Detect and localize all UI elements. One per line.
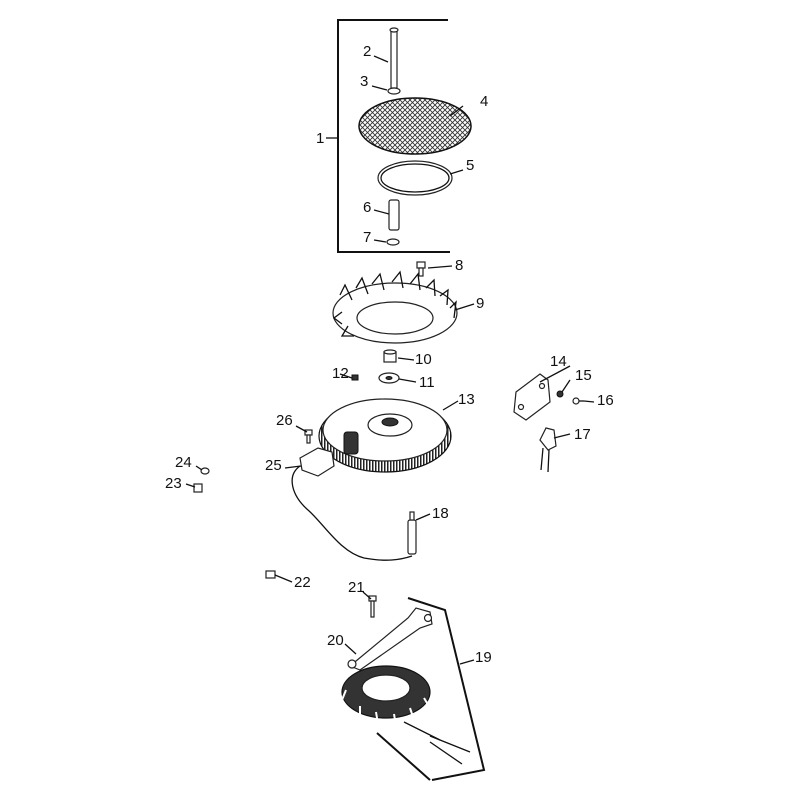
callout-14: 14	[550, 353, 567, 370]
part-ignition-module	[291, 447, 413, 561]
callout-12: 12	[332, 365, 349, 382]
part-flywheel	[318, 398, 452, 473]
part-bracket	[347, 607, 433, 671]
callout-9: 9	[476, 295, 484, 312]
callout-11: 11	[419, 374, 435, 391]
callout-7: 7	[363, 229, 371, 246]
part-key	[351, 374, 359, 381]
assembly-bracket	[326, 19, 450, 253]
part-nut-left	[200, 467, 210, 475]
callout-24: 24	[175, 454, 192, 471]
callout-10: 10	[415, 351, 432, 368]
callout-8: 8	[455, 257, 463, 274]
part-screw-top	[416, 261, 426, 277]
callout-26: 26	[276, 412, 293, 429]
callout-15: 15	[575, 367, 592, 384]
part-spacer-sleeve	[388, 199, 400, 231]
part-connector-small	[265, 570, 276, 579]
callout-5: 5	[466, 157, 474, 174]
part-screen-ring	[377, 160, 453, 196]
part-cooling-fan	[332, 270, 458, 344]
callout-4: 4	[480, 93, 488, 110]
part-screw-module	[304, 429, 313, 444]
callout-21: 21	[348, 579, 365, 596]
callout-2: 2	[363, 43, 371, 60]
part-debris-screen	[358, 97, 472, 155]
part-rectifier	[513, 373, 551, 421]
part-flywheel-nut	[383, 349, 397, 363]
callout-1: 1	[316, 130, 324, 147]
callout-20: 20	[327, 632, 344, 649]
part-spark-plug-boot	[407, 511, 417, 555]
part-connector	[539, 427, 557, 473]
stator-group-bracket	[376, 597, 486, 781]
part-washer-small	[387, 87, 401, 95]
callout-23: 23	[165, 475, 182, 492]
callout-25: 25	[265, 457, 282, 474]
part-flywheel-washer	[378, 372, 400, 384]
part-screw-stator	[368, 595, 377, 618]
part-rod	[389, 27, 399, 89]
callout-13: 13	[458, 391, 475, 408]
callout-6: 6	[363, 199, 371, 216]
leader-lines	[185, 55, 595, 665]
callout-19: 19	[475, 649, 492, 666]
callout-16: 16	[597, 392, 614, 409]
callout-22: 22	[294, 574, 311, 591]
callout-labels: 1 2 3 4 5 6 7 8 9 10 11 12 13 14 15 16 1…	[165, 43, 614, 666]
part-washer-lower	[386, 238, 400, 246]
part-stator	[340, 665, 471, 765]
part-screw-small	[572, 397, 584, 405]
part-screw-left	[193, 483, 203, 493]
callout-3: 3	[360, 73, 368, 90]
callout-18: 18	[432, 505, 449, 522]
callout-17: 17	[574, 426, 591, 443]
part-nut-small	[556, 390, 564, 398]
